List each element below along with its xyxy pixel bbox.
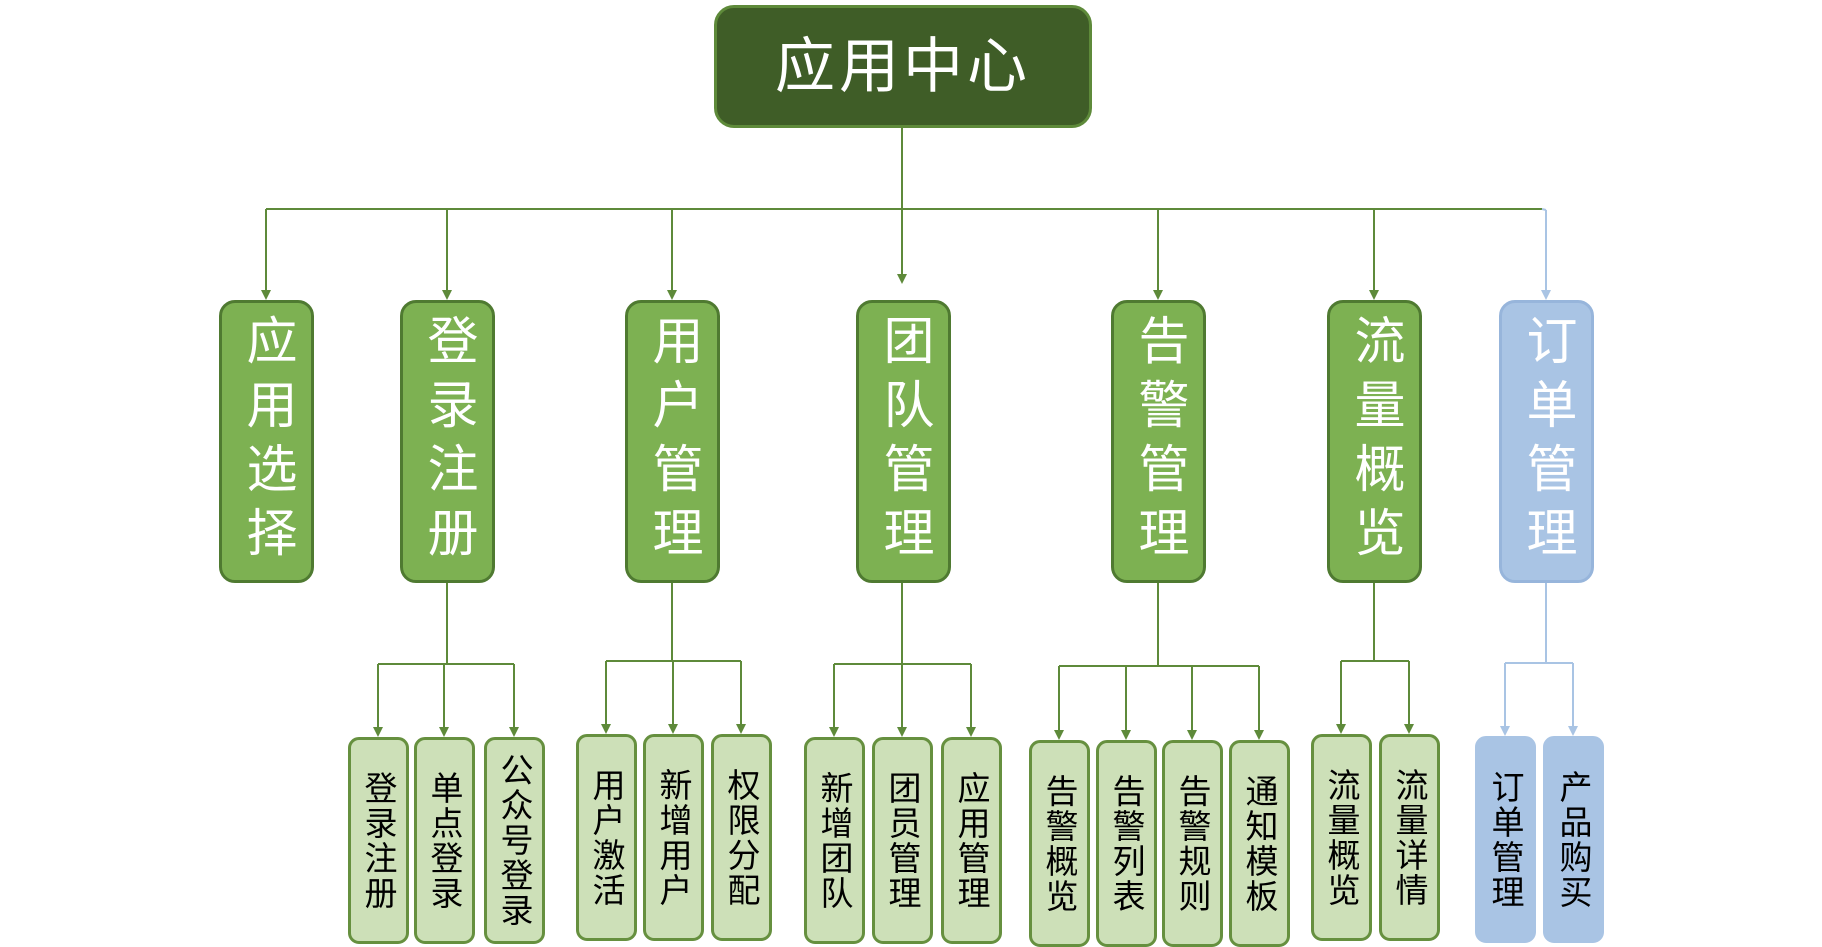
subnode-label: 用户激活: [587, 767, 626, 908]
subnode-official-account-login: 公众号登录: [484, 737, 545, 944]
subnode-traffic-overview: 流量概览: [1311, 734, 1372, 941]
subnode-application-management: 应用管理: [941, 737, 1002, 944]
subnode-label: 告警列表: [1107, 773, 1146, 914]
subnode-label: 新增团队: [815, 770, 854, 911]
subnode-permission-assignment: 权限分配: [711, 734, 772, 941]
module-label: 流量概览: [1345, 313, 1404, 570]
module-label: 用户管理: [643, 313, 702, 570]
module-node-team-management: 团队管理: [856, 300, 951, 583]
module-node-order-management: 订单管理: [1499, 300, 1594, 583]
subnode-alert-rules: 告警规则: [1162, 740, 1223, 947]
subnode-label: 应用管理: [952, 770, 991, 911]
subnode-label: 单点登录: [425, 770, 464, 911]
module-label: 订单管理: [1517, 313, 1576, 570]
subnode-order-management: 订单管理: [1475, 736, 1536, 943]
subnode-label: 新增用户: [654, 767, 693, 908]
subnode-label: 流量详情: [1390, 767, 1429, 908]
subnode-add-team: 新增团队: [804, 737, 865, 944]
module-node-traffic-overview: 流量概览: [1327, 300, 1422, 583]
module-node-alert-management: 告警管理: [1111, 300, 1206, 583]
subnode-label: 产品购买: [1554, 769, 1593, 910]
subnode-single-sign-on: 单点登录: [414, 737, 475, 944]
root-node-app-center: 应用中心: [714, 5, 1092, 128]
connector-level1-bus-blue: [1541, 208, 1547, 211]
subnode-label: 公众号登录: [495, 753, 534, 928]
subnode-member-management: 团员管理: [872, 737, 933, 944]
subnode-product-purchase: 产品购买: [1543, 736, 1604, 943]
subnode-alert-list: 告警列表: [1096, 740, 1157, 947]
module-label: 应用选择: [237, 313, 296, 570]
subnode-traffic-details: 流量详情: [1379, 734, 1440, 941]
module-node-user-management: 用户管理: [625, 300, 720, 583]
subnode-label: 通知模板: [1240, 773, 1279, 914]
subnode-label: 告警概览: [1040, 773, 1079, 914]
subnode-label: 登录注册: [359, 770, 398, 911]
subnode-add-user: 新增用户: [643, 734, 704, 941]
module-label: 团队管理: [874, 313, 933, 570]
subnode-label: 权限分配: [722, 767, 761, 908]
module-node-app-select: 应用选择: [219, 300, 314, 583]
subnode-login-register: 登录注册: [348, 737, 409, 944]
subnode-label: 订单管理: [1486, 769, 1525, 910]
subnode-notification-template: 通知模板: [1229, 740, 1290, 947]
module-label: 登录注册: [418, 313, 477, 570]
module-label: 告警管理: [1129, 313, 1188, 570]
subnode-label: 流量概览: [1322, 767, 1361, 908]
subnode-label: 团员管理: [883, 770, 922, 911]
module-node-login-register: 登录注册: [400, 300, 495, 583]
root-node-label: 应用中心: [775, 31, 1031, 102]
subnode-alert-overview: 告警概览: [1029, 740, 1090, 947]
subnode-user-activation: 用户激活: [576, 734, 637, 941]
subnode-label: 告警规则: [1173, 773, 1212, 914]
